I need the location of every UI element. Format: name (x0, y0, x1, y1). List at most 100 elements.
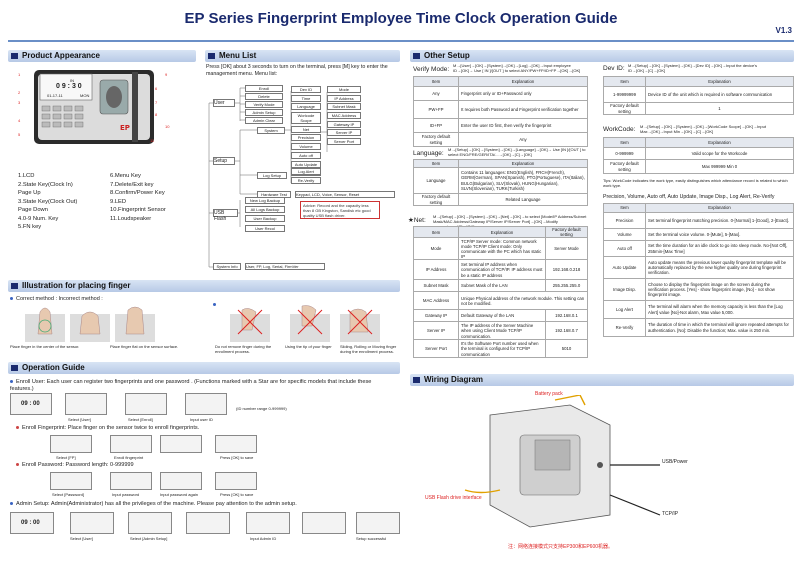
table-header: Explanation (458, 159, 588, 168)
menu-user-item: Admin Clear (245, 117, 283, 124)
admin-setup-label: Admin Setup: (16, 501, 50, 507)
callout-2: 2 (18, 90, 21, 95)
net-label-text: Net: (413, 217, 426, 224)
section-header-appearance: Product Appearance (8, 50, 196, 62)
section-icon (208, 53, 215, 59)
table-cell: Subnet Mask (413, 279, 459, 293)
table-cell: Factory default setting (603, 102, 646, 115)
enroll-pw-desc: Password length: 0-999999 (65, 462, 134, 468)
section-icon (11, 53, 18, 59)
table-cell: Log Alert (603, 300, 646, 319)
title-divider (8, 40, 794, 42)
enroll-fp-flow: Select [FP] Enroll fingerprint Press [OK… (10, 433, 400, 463)
section-title: Operation Guide (22, 363, 85, 372)
section-title: Other Setup (424, 51, 470, 60)
menu-system-item: Auto Update (291, 160, 321, 168)
appearance-item: 9.LED (110, 198, 127, 205)
menu-usb-items: New Log Backup All Logs Backup User Back… (245, 197, 285, 232)
flow-caption: Input user ID (190, 417, 213, 422)
flow-caption: Select [Password] (52, 492, 85, 497)
appearance-item: 6.Menu Key (110, 173, 141, 179)
flow-caption: Setup successful (356, 536, 387, 541)
table-row: Image Disp.Choose to display the fingerp… (603, 278, 794, 301)
section-title: Illustration for placing finger (22, 281, 131, 290)
section-title: Product Appearance (22, 51, 100, 60)
callout-9: 9 (165, 72, 168, 77)
appearance-item: 1.LCD (18, 173, 35, 179)
wiring-note: 注：网络连接模式只支持EP300和EP600机器。 (508, 544, 614, 550)
section-title: Wiring Diagram (424, 375, 484, 384)
flow-screen (70, 512, 114, 534)
table-cell: Server Mode (545, 237, 588, 261)
flow-caption: Select [FP] (56, 455, 76, 460)
time-clock-device-image: EP (34, 70, 154, 144)
version-label: V1.3 (775, 26, 792, 35)
table-cell: Auto update means the previous lower qua… (645, 256, 794, 279)
table-header: Factory default setting (545, 225, 588, 239)
appearance-item: 3.State Key(Clock Out) Page Down (18, 198, 78, 214)
flow-caption: Enroll fingerprint (114, 455, 144, 460)
flow-screen (186, 512, 230, 534)
workcode-label: WorkCode: (603, 126, 636, 133)
flow-screen (246, 512, 290, 534)
appearance-item: 10.Fingerprint Sensor (110, 207, 166, 213)
callout-10: 10 (165, 124, 170, 129)
table-header: Item (413, 76, 459, 87)
appearance-item: 2.State Key(Clock In) Page Up (18, 181, 73, 197)
menu-setup: Setup (213, 157, 235, 165)
table-cell: MAC Address (413, 291, 459, 311)
table-cell: Auto Update (603, 256, 646, 279)
menu-user-item: Verify Mode (245, 101, 283, 108)
table-cell: Unique Physical address of the network m… (458, 291, 588, 311)
menu-net-item: Mode (327, 86, 361, 93)
battery-pack-label: Battery pack (535, 391, 563, 397)
section-header-operation: Operation Guide (8, 362, 400, 374)
menu-system-item: Language (291, 103, 321, 111)
usb-advice-note: Advice: Record and the capacity less tha… (300, 201, 380, 219)
table-cell: Any (413, 86, 459, 101)
table-cell: Factory default setting (413, 132, 459, 147)
legend-incorrect: : Incorrect method : (55, 296, 103, 302)
table-cell: It requires both Password and Fingerprin… (458, 100, 588, 119)
section-header-wiring: Wiring Diagram (410, 374, 794, 386)
language-path: M→[Setup]→[OK]→[System]→[OK]→[Language]→… (448, 147, 586, 157)
table-cell: Language (413, 167, 459, 194)
section-icon (413, 53, 420, 59)
menu-net-item: Subnet Mask (327, 103, 361, 111)
table-cell: Volume (603, 228, 646, 241)
workcode-path: M→[Setup]→[OK]→[System]→[OK]→[WorkCode S… (640, 124, 766, 134)
device-screen-day: MON (80, 93, 90, 98)
flow-screen (125, 393, 167, 415)
menu-system-item: Time (291, 94, 321, 102)
flow-screen (160, 435, 202, 453)
table-cell: Set the terminal voice volume. 0-[Mute],… (645, 228, 794, 241)
table-cell: Subnet Mask of the LAN (458, 279, 546, 293)
table-header: Explanation (645, 203, 794, 213)
flow-screen (50, 435, 92, 453)
menu-usb-item: User Backup (245, 215, 285, 223)
table-header: Explanation (645, 76, 794, 87)
finger-caption: Sliding, Rolling or Moving finger during… (340, 344, 397, 354)
menu-net-item: Gateway IP (327, 120, 361, 128)
table-header: Item (603, 137, 646, 148)
table-cell: Device ID of the unit which is required … (645, 86, 794, 103)
flow-screen (356, 512, 400, 534)
net-label: ★Net: (408, 216, 426, 224)
bullet-icon (16, 463, 19, 467)
section-header-other: Other Setup (410, 50, 794, 62)
flow-caption: Input password again (160, 492, 199, 497)
callout-7: 7 (155, 100, 158, 105)
menu-net-item: IP Address (327, 94, 361, 102)
callout-11: 11 (150, 138, 155, 143)
bullet-icon (16, 426, 19, 430)
table-header: Explanation (458, 225, 546, 239)
table-cell: 255.255.255.0 (545, 279, 588, 293)
